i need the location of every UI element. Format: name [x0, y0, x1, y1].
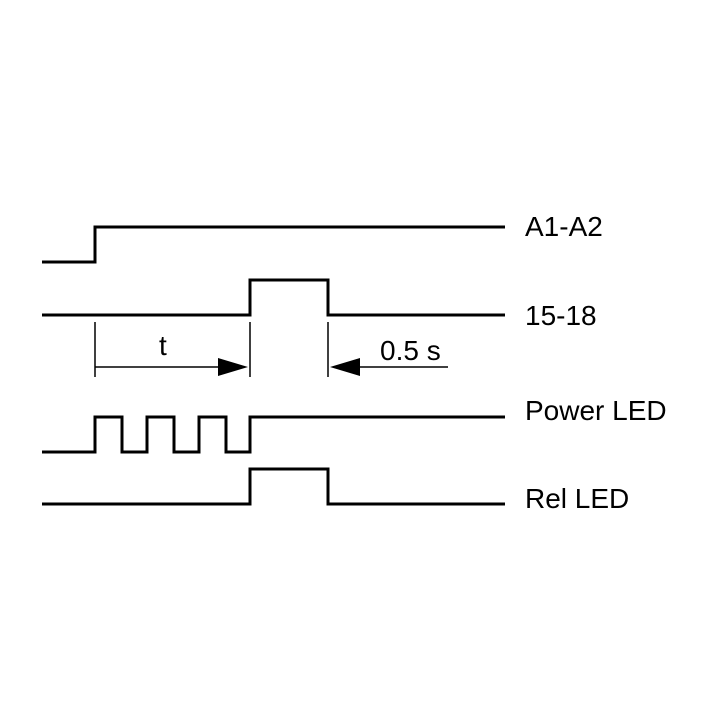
- a1a2-label: A1-A2: [525, 211, 603, 242]
- rel-led-label: Rel LED: [525, 483, 629, 514]
- power-led-label: Power LED: [525, 395, 667, 426]
- delay-label: 0.5 s: [380, 335, 441, 366]
- rel-led-waveform: [42, 467, 505, 506]
- power-led-waveform: [42, 415, 505, 454]
- delay-arrowhead: [330, 358, 360, 376]
- contact-15-18-label: 15-18: [525, 300, 597, 331]
- a1a2-waveform: [42, 225, 505, 264]
- t-arrowhead: [218, 358, 248, 376]
- contact-15-18-waveform: [42, 278, 505, 317]
- t-label: t: [159, 330, 167, 361]
